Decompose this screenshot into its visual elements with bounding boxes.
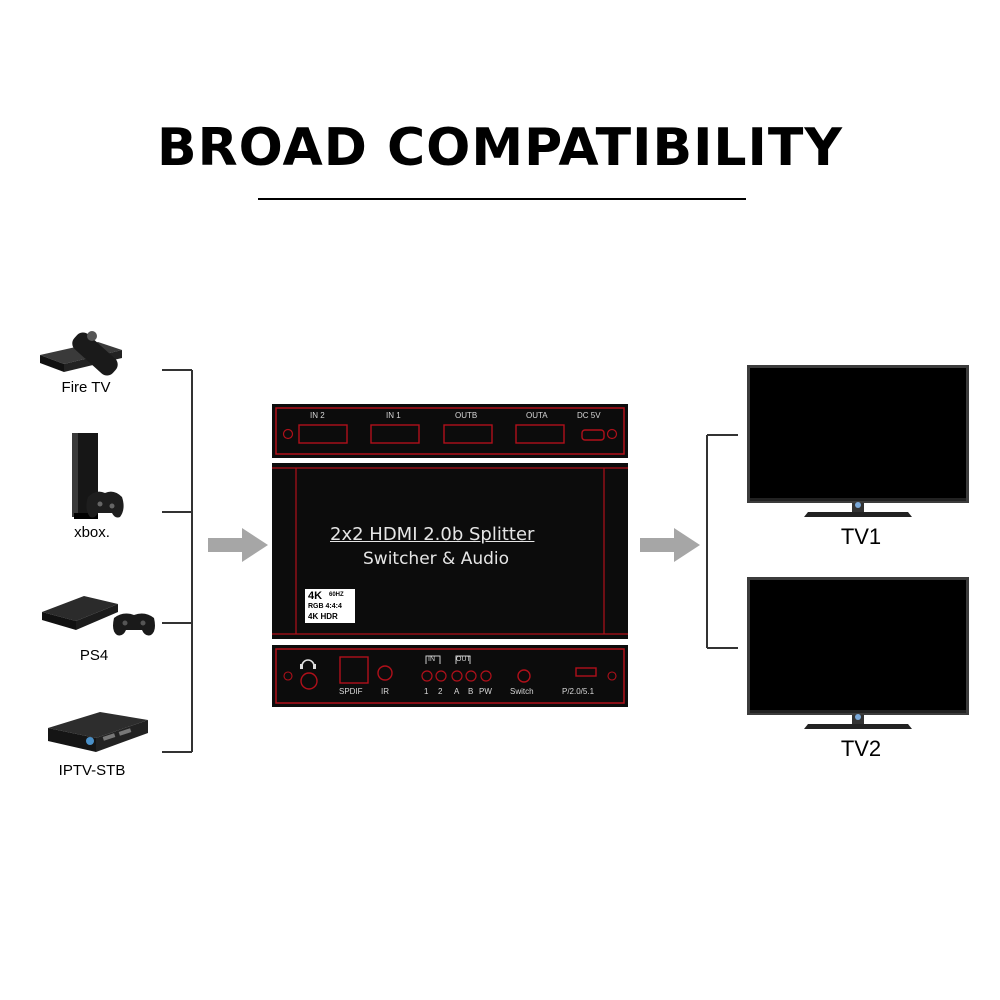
source-label-ps4: PS4 [79,647,109,664]
switch-button [517,669,531,683]
device-title-line2: Switcher & Audio [363,549,510,569]
led-outb [465,670,477,682]
splitter-back-panel [272,404,628,458]
label-switch: Switch [510,687,534,696]
tv1-label: TV1 [840,524,882,549]
headphone-icon [300,659,316,669]
label-led-b: B [468,687,474,696]
hdmi-port-in1 [370,424,420,444]
label-in-group: IN [428,656,435,663]
hdmi-port-outa [515,424,565,444]
tv-icon [747,365,969,517]
4k-hdr-badge: 4K 60HZ RGB 4:4:4 4K HDR [305,589,355,623]
device-title-line1: 2x2 HDMI 2.0b Splitter [330,524,535,545]
xbox-icon [72,433,124,519]
source-label-iptv-stb: IPTV-STB [58,762,126,779]
headphone-jack [300,672,318,690]
ir-sensor [377,665,393,681]
badge-hz: 60HZ [329,592,344,598]
label-ir: IR [381,687,389,696]
ps4-icon [42,596,155,636]
label-led-2: 2 [438,687,443,696]
label-spdif: SPDIF [339,687,363,696]
port-label-outa: OUTA [526,411,548,420]
dc-power-port [581,429,605,441]
badge-hdr: 4K HDR [308,612,338,621]
badge-rgb: RGB 4:4:4 [308,603,342,610]
source-bracket [162,369,193,753]
mode-slider [575,667,597,677]
splitter-front-panel [272,645,628,707]
title-underline [258,198,746,200]
label-led-pw: PW [479,687,492,696]
spdif-port [339,656,369,684]
tv2-label: TV2 [840,736,882,761]
port-label-in2: IN 2 [310,411,325,420]
port-label-in1: IN 1 [386,411,401,420]
led-in2 [435,670,447,682]
label-led-a: A [454,687,460,696]
badge-4k: 4K [308,590,323,602]
port-label-dc5v: DC 5V [577,411,601,420]
fire-tv-icon [40,331,122,376]
hdmi-port-outb [443,424,493,444]
source-label-xbox: xbox. [74,524,110,541]
led-outa [451,670,463,682]
source-label-fire-tv: Fire TV [61,379,111,396]
page-title: BROAD COMPATIBILITY [156,118,844,178]
label-led-1: 1 [424,687,429,696]
hdmi-port-in2 [298,424,348,444]
port-label-outb: OUTB [455,411,478,420]
splitter-body [272,463,628,639]
iptv-stb-icon [48,712,148,752]
output-arrow [640,528,700,562]
led-power [480,670,492,682]
label-mode: P/2.0/5.1 [562,687,595,696]
tv-bracket [706,434,738,649]
input-arrow [208,528,268,562]
tv-icon [747,577,969,729]
led-in1 [421,670,433,682]
label-out-group: OUT [456,656,471,663]
